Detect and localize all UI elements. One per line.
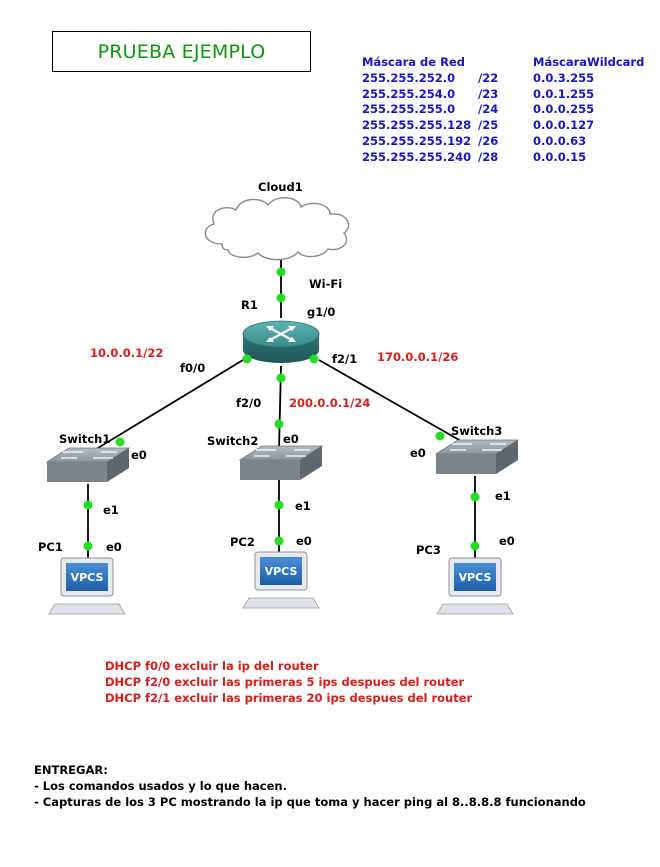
pc1-icon[interactable]: VPCS [48,557,126,615]
mask-value: 255.255.252.0 [362,70,456,85]
switch1-port-e1: e1 [103,503,119,517]
switch2-port-e1: e1 [295,499,311,513]
dhcp-notes: DHCP f0/0 excluir la ip del router DHCP … [105,658,472,706]
prefix-value: /23 [478,86,499,101]
prefix-value: /25 [478,118,499,133]
network-right-ip: 170.0.0.1/26 [377,350,459,364]
cloud-icon[interactable] [204,197,350,261]
mask-row: 255.255.254.0 /23 0.0.1.255 [362,87,643,103]
mask-value: 255.255.254.0 [362,86,456,101]
switch1-port-e0: e0 [131,448,147,462]
pc2-name: PC2 [230,535,255,549]
link-router-switch1 [87,359,244,455]
links [87,258,476,560]
port-dot-sw3-e1 [470,492,480,502]
prefix-value: /28 [478,149,499,164]
pc2-icon[interactable]: VPCS [242,551,320,609]
mask-row: 255.255.252.0 /22 0.0.3.255 [362,71,643,87]
switch3-icon[interactable] [434,439,520,474]
mask-header: Máscara de Red [362,55,465,69]
router-port-f2-0: f2/0 [236,396,262,410]
port-dot-f0-0 [242,354,252,364]
wildcard-value: 0.0.0.255 [533,102,595,117]
pc3-name: PC3 [416,543,441,557]
port-dot-cloud [276,267,286,277]
port-dot-f2-0 [276,373,286,383]
router-icon[interactable] [242,320,320,363]
port-dot-sw2-e0 [274,419,284,429]
port-dot-pc2-e0 [274,536,284,546]
switch1-name: Switch1 [59,432,111,446]
router-port-f2-1: f2/1 [332,352,358,366]
port-dot-pc1-e0 [83,541,93,551]
deliverable-item: - Los comandos usados y lo que hacen. [34,779,287,793]
wildcard-value: 0.0.1.255 [533,86,595,101]
port-status-dots [83,267,480,551]
port-dot-sw1-e1 [83,500,93,510]
switch3-name: Switch3 [451,424,503,438]
dhcp-note: DHCP f2/0 excluir las primeras 5 ips des… [105,675,465,689]
pc1-port-e0: e0 [106,540,122,554]
mask-value: 255.255.255.192 [362,133,472,148]
port-dot-sw2-e1 [274,500,284,510]
mask-row: 255.255.255.0 /24 0.0.0.255 [362,102,643,118]
wildcard-header: MáscaraWildcard [533,55,645,69]
port-dot-f2-1 [309,354,319,364]
wildcard-value: 0.0.3.255 [533,70,595,85]
pc2-screen-label: VPCS [265,565,298,578]
wildcard-value: 0.0.0.127 [533,118,595,133]
wildcard-value: 0.0.0.15 [533,149,587,164]
port-dot-g1-0 [276,293,286,303]
switch2-icon[interactable] [238,445,324,480]
pc2-port-e0: e0 [296,534,312,548]
switch3-port-e1: e1 [495,489,511,503]
mask-value: 255.255.255.0 [362,102,456,117]
dhcp-note: DHCP f0/0 excluir la ip del router [105,659,319,673]
port-dot-pc3-e0 [470,541,480,551]
wildcard-value: 0.0.0.63 [533,133,587,148]
pc1-name: PC1 [38,540,63,554]
switch2-name: Switch2 [207,434,259,448]
mask-row: 255.255.255.128 /25 0.0.0.127 [362,118,643,134]
port-dot-sw3-e0 [435,431,445,441]
prefix-value: /24 [478,102,499,117]
mask-value: 255.255.255.240 [362,149,472,164]
pc1-screen-label: VPCS [71,571,104,584]
prefix-value: /22 [478,70,499,85]
port-dot-sw1-e0 [115,437,125,447]
mask-table: Máscara de Red MáscaraWildcard 255.255.2… [362,55,645,166]
network-middle-ip: 200.0.0.1/24 [289,396,371,410]
mask-row: 255.255.255.240 /28 0.0.0.15 [362,150,643,166]
network-left-ip: 10.0.0.1/22 [90,346,164,360]
title-box: PRUEBA EJEMPLO [52,31,311,72]
pc3-screen-label: VPCS [459,571,492,584]
router-port-f0-0: f0/0 [180,361,206,375]
deliverables-heading: ENTREGAR: [34,763,108,777]
cloud-name: Cloud1 [258,180,303,194]
switch1-icon[interactable] [45,447,131,482]
mask-row: 255.255.255.192 /26 0.0.0.63 [362,134,643,150]
deliverable-item: - Capturas de los 3 PC mostrando la ip q… [34,795,586,809]
cloud-port-label: Wi-Fi [309,277,343,291]
switch3-port-e0: e0 [410,446,426,460]
pc3-icon[interactable]: VPCS [436,557,514,615]
router-name: R1 [241,298,258,312]
prefix-value: /26 [478,133,499,148]
dhcp-note: DHCP f2/1 excluir las primeras 20 ips de… [105,691,473,705]
link-router-switch3 [318,359,476,450]
pc3-port-e0: e0 [499,534,515,548]
title-text: PRUEBA EJEMPLO [97,40,266,63]
deliverables: ENTREGAR: - Los comandos usados y lo que… [34,762,586,810]
switch2-port-e0: e0 [283,432,299,446]
mask-table-header: Máscara de Red MáscaraWildcard [362,55,645,71]
mask-value: 255.255.255.128 [362,118,472,133]
router-port-g1-0: g1/0 [307,305,336,319]
